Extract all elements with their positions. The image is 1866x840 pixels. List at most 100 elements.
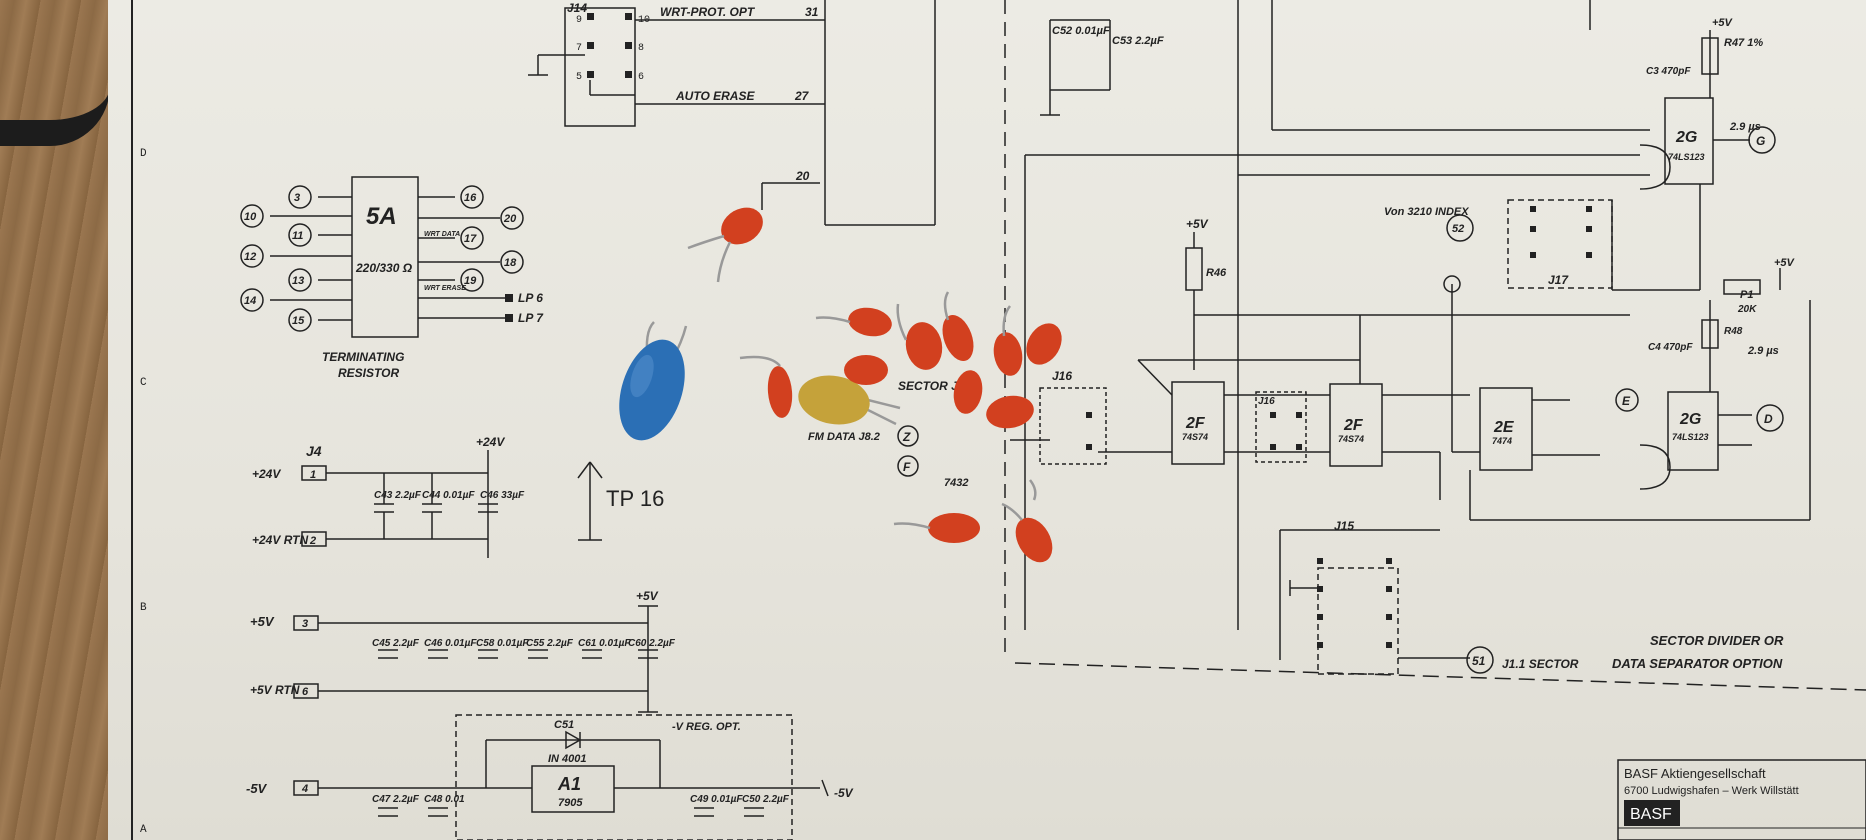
- pin-10: 10: [244, 211, 257, 223]
- margin-letter-c: C: [140, 377, 147, 389]
- cap-c3: C3 470pF: [1646, 66, 1691, 77]
- signal-d: D: [1764, 412, 1773, 426]
- rail-pin-6: 6: [302, 686, 309, 698]
- cap-c4: C4 470pF: [1648, 342, 1693, 353]
- pin-19: 19: [464, 275, 477, 287]
- r47-supply: +5V: [1712, 17, 1734, 29]
- plus5v-supply: +5V: [636, 589, 659, 603]
- tp16-label: TP 16: [606, 486, 664, 511]
- cap-c60: C60 2.2µF: [628, 638, 676, 649]
- rail-pin-3: 3: [302, 618, 308, 630]
- minus5v-out: -5V: [834, 786, 854, 800]
- j14-pin-6: 6: [638, 72, 644, 83]
- minus5v-regulator: [293, 714, 829, 840]
- pin-20: 20: [795, 169, 810, 183]
- cap-c48: C48 0.01: [424, 794, 465, 805]
- loose-capacitors: [619, 207, 1062, 563]
- margin-letter-b: B: [140, 602, 147, 614]
- regulator-a1: A1: [557, 774, 581, 794]
- pin-27: 27: [794, 89, 810, 103]
- p1-supply: +5V: [1774, 257, 1796, 269]
- j14-pin-9: 9: [576, 15, 582, 26]
- margin-letter-d: D: [140, 148, 147, 160]
- pin-12: 12: [244, 251, 256, 263]
- gate-2f-right-part: 74S74: [1338, 434, 1364, 444]
- wrt-data-label: WRT DATA: [424, 231, 460, 238]
- signal-51: 51: [1472, 654, 1486, 668]
- wrt-prot-label: WRT-PROT. OPT: [660, 5, 756, 19]
- plus24v-rtn-label: +24V RTN: [252, 533, 308, 547]
- lp6-label: LP 6: [518, 291, 543, 305]
- cap-c61: C61 0.01µF: [578, 638, 631, 649]
- gate-2f-left: 2F: [1185, 415, 1206, 432]
- fm-data-signal: FM DATA J8.2: [808, 431, 880, 443]
- title-block: BASF Aktiengesellschaft 6700 Ludwigshafe…: [1617, 759, 1866, 840]
- pin-14: 14: [244, 295, 256, 307]
- digital-logic-section: [897, 0, 1866, 691]
- plus5v-rtn-label: +5V RTN: [250, 683, 300, 697]
- gate-2g-top: 2G: [1675, 129, 1697, 146]
- gate-2g-bottom-part: 74LS123: [1672, 432, 1709, 442]
- pin-17: 17: [464, 233, 477, 245]
- margin-letter-a: A: [140, 824, 147, 836]
- cap-c50: C50 2.2µF: [742, 794, 790, 805]
- pin-3: 3: [294, 192, 300, 204]
- resistor-r47: R47 1%: [1724, 37, 1763, 49]
- chip-7432: 7432: [944, 477, 968, 489]
- signal-f: F: [903, 460, 911, 474]
- pin-16: 16: [464, 192, 477, 204]
- resistor-r46: R46: [1206, 267, 1227, 279]
- chip-5a-name: 5A: [366, 203, 397, 230]
- company-name: BASF Aktiengesellschaft: [1624, 766, 1766, 781]
- jumper-j17: J17: [1548, 273, 1569, 287]
- cap-c46: C46 33µF: [480, 490, 525, 501]
- resistor-pack-5a: [240, 176, 524, 338]
- j14-pin-7: 7: [576, 43, 582, 54]
- from-3210-index: Von 3210 INDEX: [1384, 206, 1469, 218]
- plus24v-label: +24V: [252, 467, 281, 481]
- diode-part-label: IN 4001: [548, 753, 587, 765]
- schematic-sheet: [108, 0, 1866, 840]
- signal-52: 52: [1452, 223, 1464, 235]
- resistor-label: RESISTOR: [338, 366, 399, 380]
- chip-5a-value: 220/330 Ω: [355, 261, 413, 275]
- terminating-label: TERMINATING: [322, 350, 404, 364]
- jumper-j16-a: J16: [1052, 369, 1072, 383]
- timing-bottom: 2.9 µs: [1747, 345, 1779, 357]
- gate-2g-bottom: 2G: [1679, 411, 1701, 428]
- j4-label: J4: [306, 443, 322, 459]
- j11-sector: J1.1 SECTOR: [1502, 657, 1579, 671]
- basf-logo: BASF: [1630, 806, 1672, 823]
- j14-pin-8: 8: [638, 43, 644, 54]
- blue-capacitor: [619, 321, 688, 441]
- jumper-j15: J15: [1334, 519, 1354, 533]
- pin-20b: 20: [503, 213, 517, 225]
- cap-c52: C52 0.01µF: [1052, 25, 1110, 37]
- pot-p1: P1: [1740, 289, 1753, 301]
- plus5v-label: +5V: [250, 614, 275, 629]
- j14-pin-5: 5: [576, 72, 582, 83]
- signal-e: E: [1622, 394, 1631, 408]
- cap-c47: C47 2.2µF: [372, 794, 420, 805]
- wrt-erase-label: WRT ERASE: [424, 285, 466, 292]
- pot-p1-value: 20K: [1737, 304, 1757, 315]
- j4-pin-2: 2: [309, 535, 316, 547]
- timing-top: 2.9 µs: [1729, 121, 1761, 133]
- c52-c53-caps: [1004, 0, 1111, 660]
- resistor-r48: R48: [1724, 326, 1743, 337]
- red-capacitors: [721, 207, 1062, 563]
- diode-c51-label: C51: [554, 719, 574, 731]
- j14-pin-10: 10: [638, 15, 650, 26]
- company-address: 6700 Ludwigshafen – Werk Willstätt: [1624, 785, 1799, 797]
- yellow-capacitor: [798, 375, 901, 426]
- cap-c53: C53 2.2µF: [1112, 35, 1164, 47]
- plus5v-rail: [293, 605, 658, 713]
- cap-c55: C55 2.2µF: [526, 638, 574, 649]
- regulator-part: 7905: [558, 797, 583, 809]
- gate-2f-right: 2F: [1343, 417, 1364, 434]
- cap-c44: C44 0.01µF: [422, 490, 475, 501]
- gate-2g-top-part: 74LS123: [1668, 152, 1705, 162]
- jumper-j16-b: J16: [1258, 396, 1275, 407]
